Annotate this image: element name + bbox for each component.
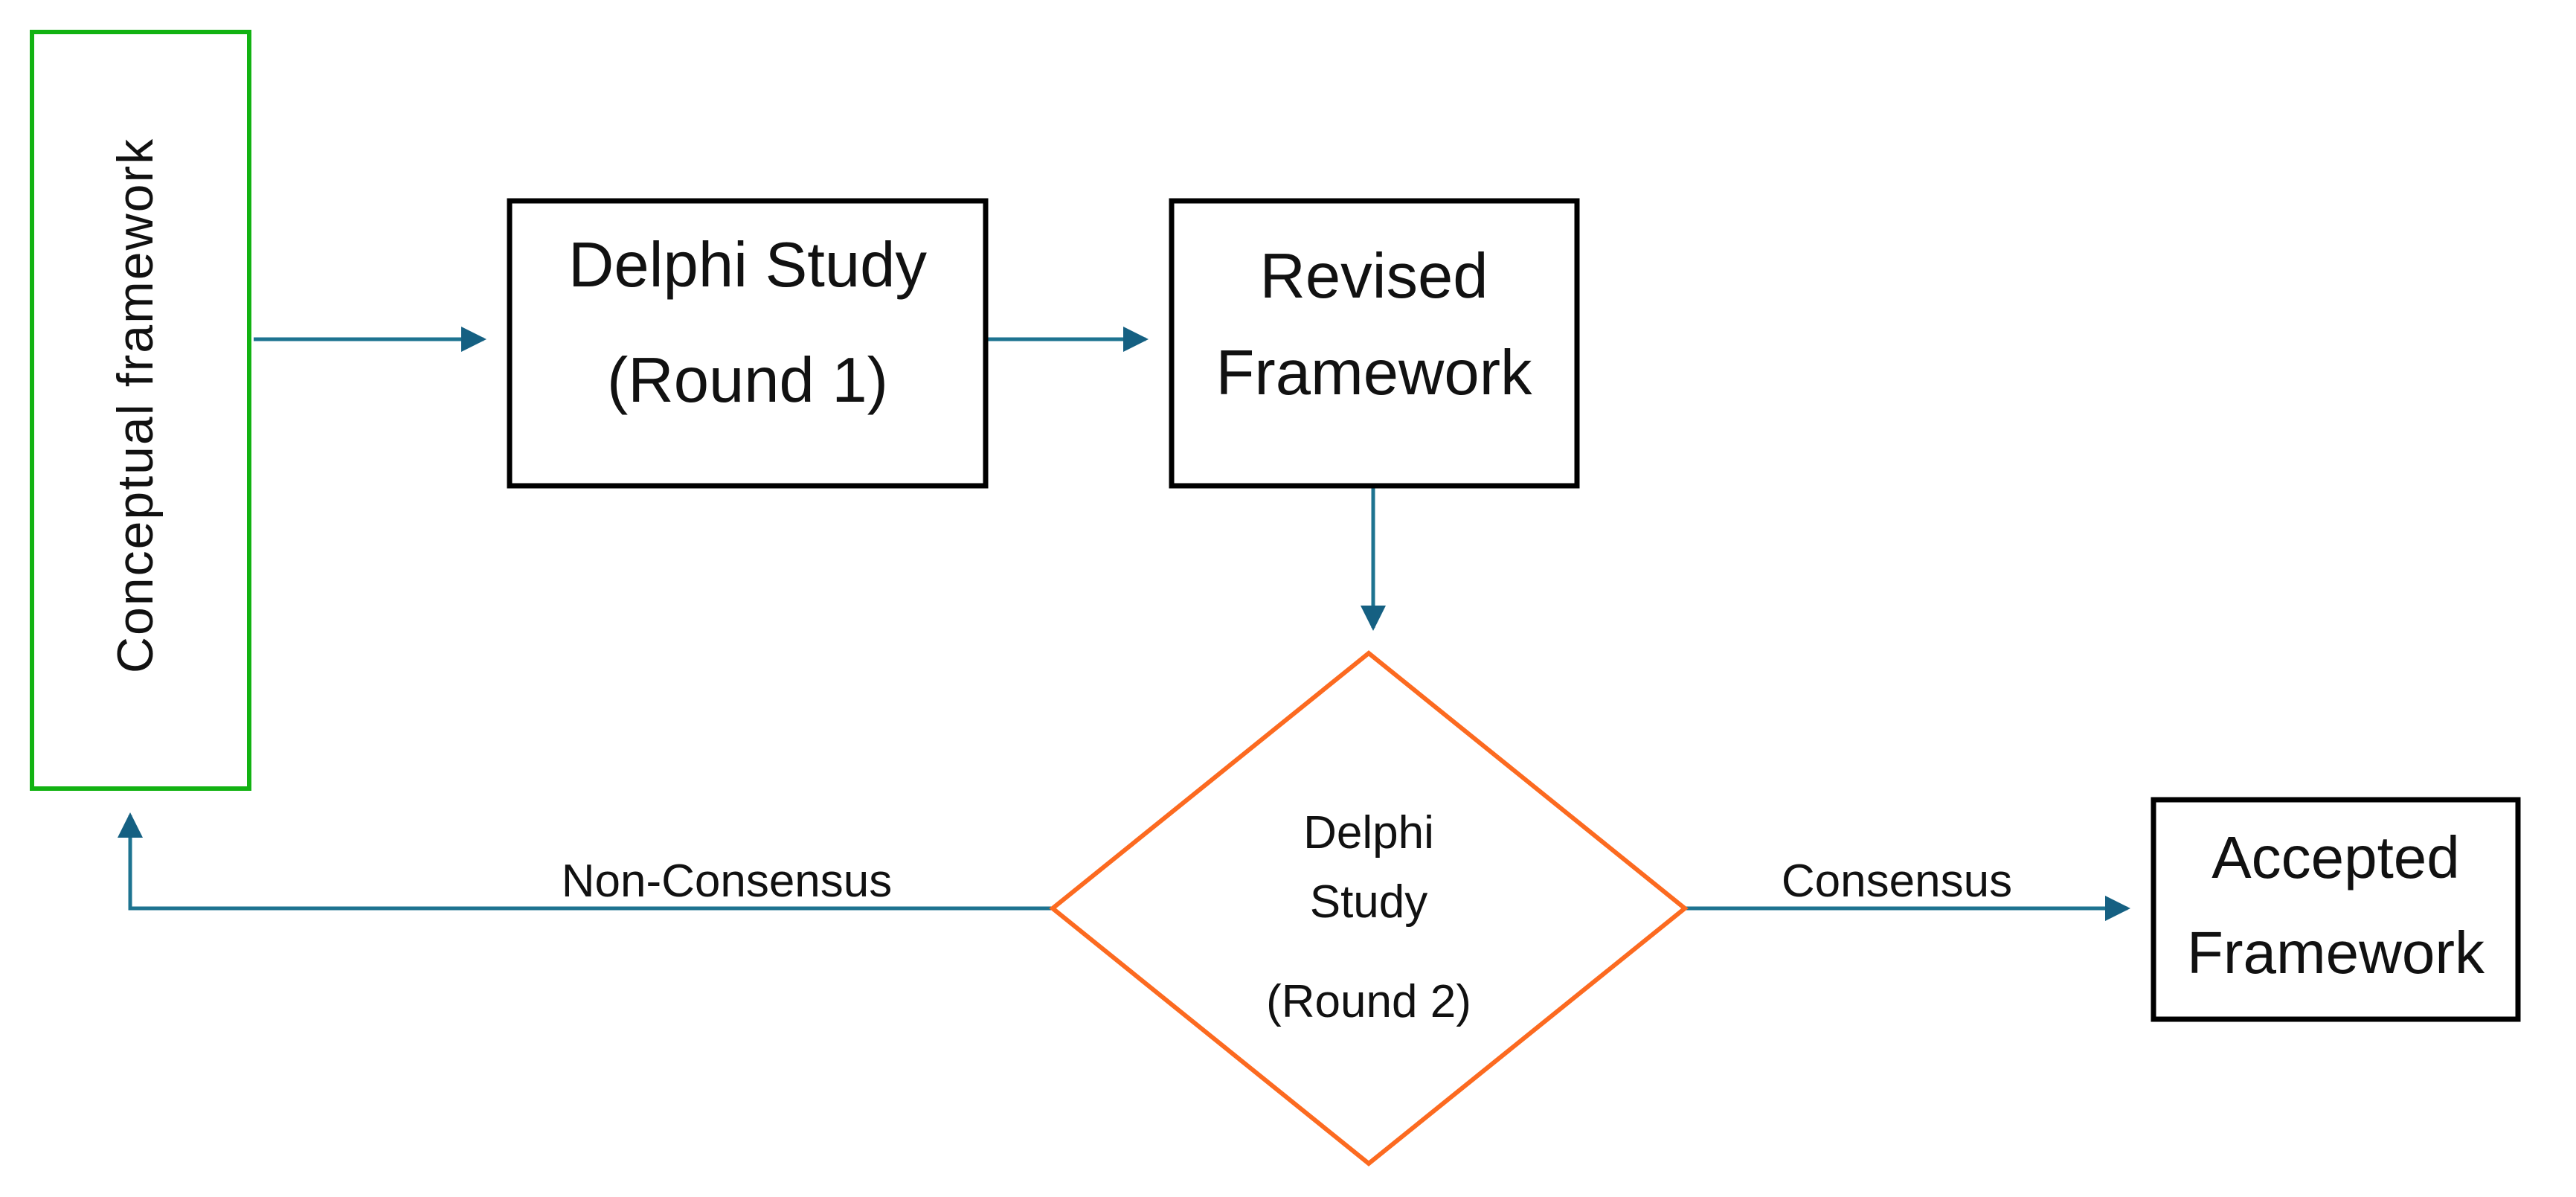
node-delphi-round1 (507, 198, 989, 489)
edges (118, 327, 2130, 921)
consensus-label: Consensus (1782, 856, 2012, 907)
round2-label-line3: (Round 2) (1266, 976, 1471, 1027)
round1-label-line1: Delphi Study (568, 230, 927, 301)
accepted-label-line1: Accepted (2212, 824, 2460, 890)
node-revised-framework (1169, 198, 1580, 489)
round2-label-line2: Study (1310, 876, 1428, 928)
node-delphi-round2-diamond (1049, 650, 1689, 1166)
edge-non-consensus (118, 812, 1051, 911)
revised-label-line1: Revised (1259, 241, 1488, 312)
revised-label-line2: Framework (1215, 338, 1532, 408)
accepted-label-line2: Framework (2187, 920, 2485, 986)
node-conceptual-framework (30, 30, 251, 791)
node-accepted-framework (2151, 797, 2521, 1022)
round2-label-line1: Delphi (1303, 807, 1434, 859)
round1-label-line2: (Round 1) (607, 345, 888, 416)
non-consensus-label: Non-Consensus (562, 856, 893, 907)
conceptual-framework-label: Conceptual framework (107, 138, 164, 673)
